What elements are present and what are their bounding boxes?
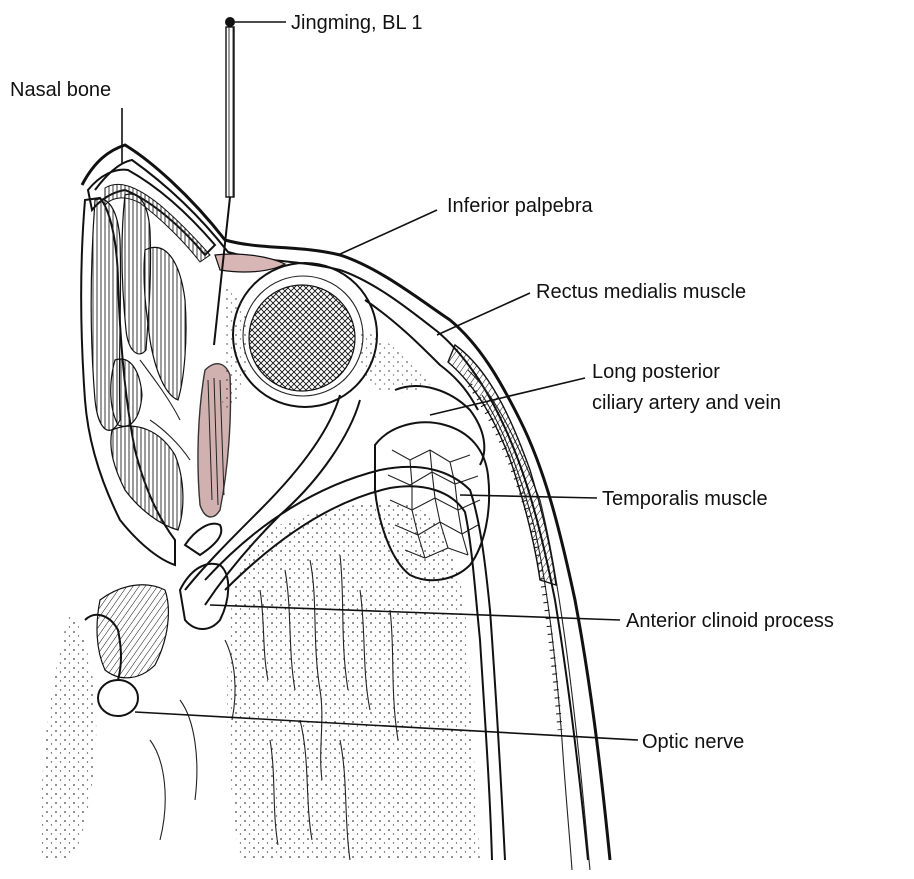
ethmoid-cell-5 [111, 426, 183, 530]
label-rectus-medialis: Rectus medialis muscle [536, 281, 746, 303]
label-nasal-bone: Nasal bone [10, 79, 111, 101]
leader-inferior-palpebra [338, 210, 437, 255]
temporal-layer-1 [468, 370, 590, 870]
brain-stipple-2 [40, 610, 96, 860]
optic-nerve-section [98, 680, 138, 716]
brain-stipple-1 [227, 504, 480, 860]
label-temporalis: Temporalis muscle [602, 488, 768, 510]
needle-handle-tip [225, 17, 235, 27]
ethmoid-cell-4 [111, 359, 142, 426]
ethmoid-cell-3 [144, 247, 186, 400]
lateral-orbit-stipple [358, 330, 430, 393]
orbital-stipple [222, 285, 250, 410]
anterior-clinoid-process [180, 564, 228, 629]
leader-rectus-medialis [437, 293, 530, 335]
clinoid-tip [185, 524, 221, 555]
label-ciliary-line1: Long posterior [592, 361, 720, 383]
eyeball-lens-hatched [249, 285, 355, 391]
label-optic-nerve: Optic nerve [642, 731, 744, 753]
label-ciliary-line2: ciliary artery and vein [592, 392, 781, 414]
label-inferior-palpebra: Inferior palpebra [447, 195, 594, 217]
label-clinoid: Anterior clinoid process [626, 610, 834, 632]
sphenoid-hatched [97, 585, 168, 678]
label-jingming: Jingming, BL 1 [291, 12, 423, 34]
needle-handle [226, 27, 234, 197]
